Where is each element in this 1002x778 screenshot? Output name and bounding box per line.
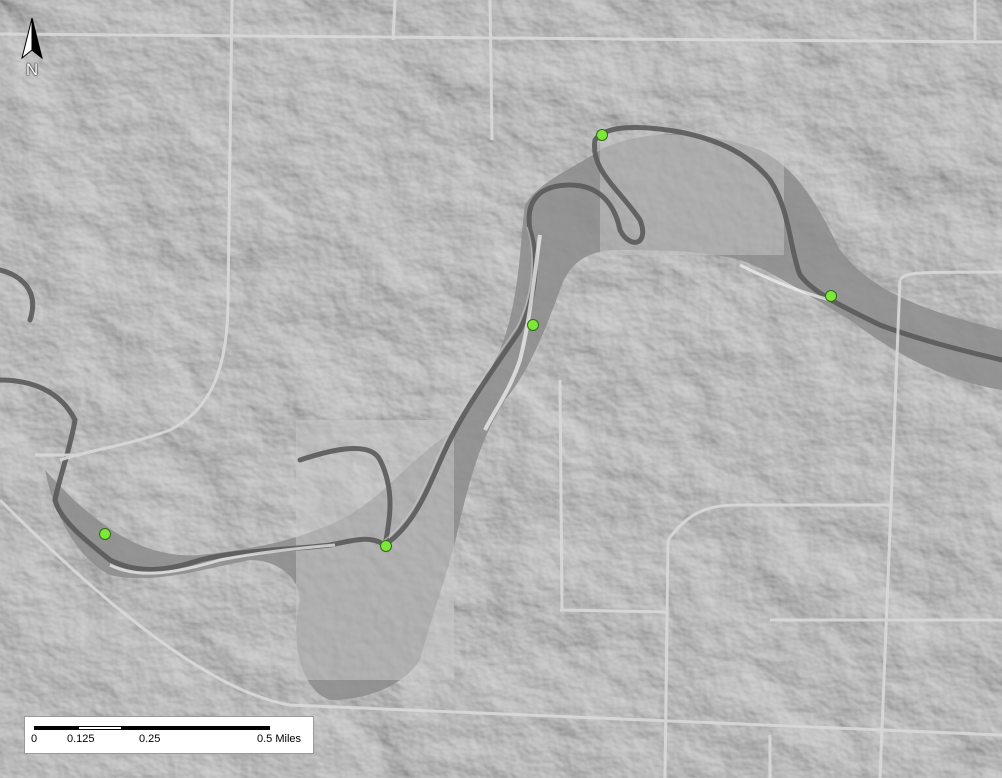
marker-4[interactable] <box>99 528 111 540</box>
marker-1[interactable] <box>596 129 608 141</box>
wetland-texture <box>296 420 454 680</box>
scale-segment-3 <box>122 726 270 730</box>
river-bank-highlight <box>381 226 533 543</box>
scale-tick-05-value: 0.5 <box>257 733 273 745</box>
north-arrow-icon <box>21 17 43 60</box>
marker-2[interactable] <box>527 319 539 331</box>
wetland-texture-north <box>600 135 784 255</box>
scale-tick-0: 0 <box>31 733 38 745</box>
scale-tick-0125: 0.125 <box>67 733 95 745</box>
bluff-edge <box>483 234 542 431</box>
marker-3[interactable] <box>825 290 837 302</box>
marker-5[interactable] <box>380 540 392 552</box>
scale-bar-graphic <box>34 726 270 730</box>
scale-tick-025: 0.25 <box>139 733 161 745</box>
north-arrow: N <box>18 16 46 82</box>
bluff-edge-south <box>109 543 336 575</box>
north-label: N <box>25 60 39 79</box>
bluff-edge-east <box>739 263 831 302</box>
scale-segment-1 <box>34 726 78 730</box>
floodplain <box>45 134 1002 700</box>
scale-units: Miles <box>275 733 302 745</box>
river-channel <box>0 124 1002 572</box>
scale-tick-05: 0.5 Miles <box>257 733 301 745</box>
scale-bar: 0 0.125 0.25 0.5 Miles <box>24 716 314 754</box>
scale-segment-2 <box>78 726 122 730</box>
